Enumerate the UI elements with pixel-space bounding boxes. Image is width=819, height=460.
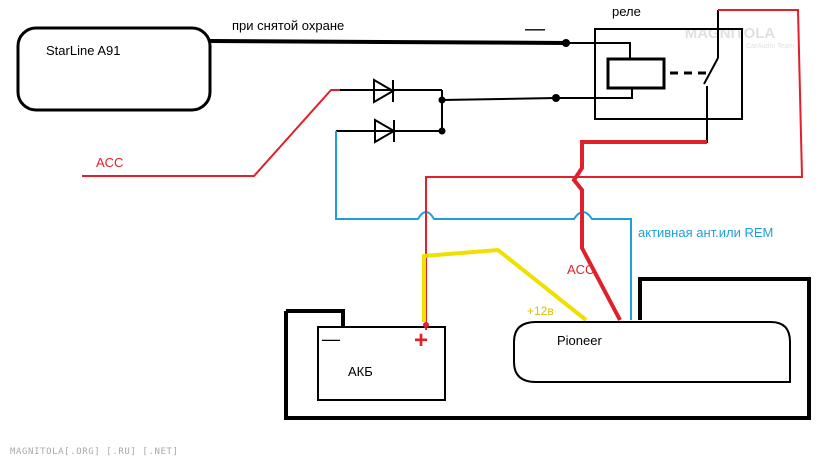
footer-text: MAGNITOLA[.ORG] [.RU] [.NET] (10, 447, 179, 457)
junction-to-relay (441, 97, 557, 101)
battery-minus: — (322, 329, 340, 349)
starline-label: StarLine A91 (46, 43, 120, 58)
plus12-label: +12в (527, 304, 554, 318)
yellow-12v-wire (422, 247, 588, 322)
battery-plus: + (414, 327, 428, 354)
watermark-sub: CarAudio Team (746, 43, 794, 50)
starline-relay-wire (209, 39, 567, 45)
starline-box (16, 26, 212, 112)
acc-mid-label: ACC (567, 262, 594, 277)
diode-upper (373, 78, 395, 104)
coil-wire-top (566, 42, 631, 59)
diode-lower (374, 118, 396, 144)
pioneer-box (513, 321, 791, 383)
relay-switch-blade (703, 57, 719, 85)
coil-wire-bottom (556, 88, 633, 99)
junction-dot-2 (438, 127, 446, 135)
red-relay-output (425, 9, 804, 330)
acc-wire-pioneer (571, 140, 707, 321)
battery-plus-terminal (423, 322, 429, 328)
watermark-brand: MAGNITOLA (685, 25, 776, 42)
blue-wire (335, 131, 632, 320)
antenna-label: активная ант.или REM (638, 225, 773, 240)
relay-label: реле (612, 4, 641, 19)
car-chassis-outline (284, 277, 811, 420)
relay-box (594, 28, 743, 120)
battery-box (317, 326, 446, 401)
relay-coil (606, 57, 666, 90)
battery-label: АКБ (348, 364, 373, 379)
pioneer-label: Pioneer (557, 333, 602, 348)
relay-switch-bottom (582, 86, 708, 143)
minus-wire-label: — (525, 18, 545, 40)
relay-terminal-2 (552, 94, 560, 102)
acc-wire-left (82, 89, 340, 177)
acc-left-label: ACC (96, 155, 123, 170)
disarmed-label: при снятой охране (232, 18, 344, 33)
